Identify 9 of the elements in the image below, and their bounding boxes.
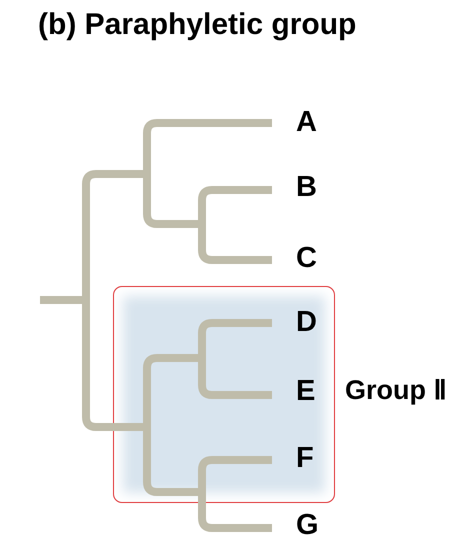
taxon-label: E <box>296 377 316 406</box>
taxon-label: C <box>296 244 317 273</box>
diagram-title: (b) Paraphyletic group <box>38 8 356 42</box>
taxon-label: G <box>296 511 319 540</box>
taxon-label: A <box>296 108 317 137</box>
taxon-label: D <box>296 308 317 337</box>
group-label: Group Ⅱ <box>345 377 446 404</box>
taxon-label: F <box>296 444 314 473</box>
taxon-label: B <box>296 173 317 202</box>
